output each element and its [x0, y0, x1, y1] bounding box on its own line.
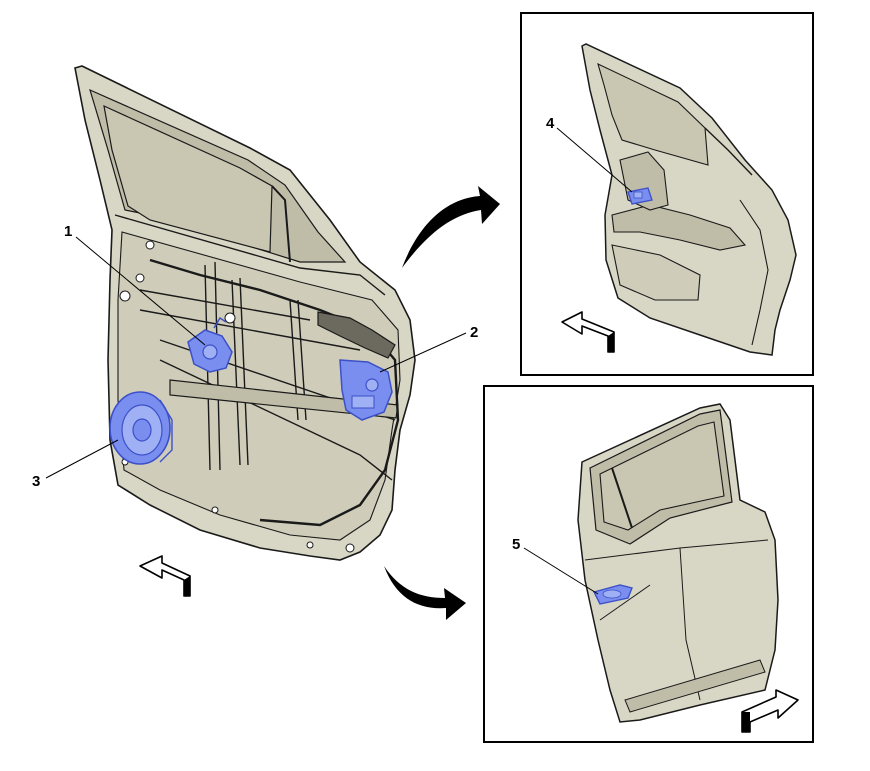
callout-label-2: 2: [470, 324, 478, 341]
belt-line: [114, 214, 386, 296]
door-reinforcement-bar: [169, 379, 399, 419]
trim-window-frame-edge: [704, 127, 753, 176]
outer-glass-divider: [611, 467, 633, 529]
callout-label-5: 5: [512, 536, 520, 553]
leader-lines: [45, 127, 633, 595]
wire-harness: [149, 258, 400, 527]
callout-label-1: 1: [64, 223, 72, 240]
outer-door: [577, 403, 779, 723]
curved-pointer-arrow-icon: [402, 186, 500, 268]
outside-door-handle: [592, 584, 633, 605]
latch-harness-module: [317, 311, 396, 359]
outer-window-glass: [599, 421, 725, 531]
forward-direction-arrow-icon: [741, 689, 799, 733]
forward-direction-arrow-icon: [139, 555, 191, 597]
curved-pointer-arrow-icon: [384, 566, 466, 620]
outer-character-line: [599, 584, 651, 621]
trim-window-glass: [597, 62, 709, 166]
trim-panel-door: [581, 43, 797, 356]
trim-map-pocket: [611, 244, 701, 301]
trim-armrest: [611, 204, 747, 251]
inner-door-module: [74, 65, 416, 561]
inner-window-glass: [103, 104, 273, 253]
outer-lower-trim: [624, 659, 766, 713]
forward-direction-arrow-icon: [561, 311, 615, 353]
trim-panel-edge: [739, 199, 769, 346]
callout-label-4: 4: [546, 115, 555, 132]
door-latch-assembly: [339, 359, 393, 421]
callout-label-3: 3: [32, 473, 40, 490]
window-switch: [627, 187, 653, 205]
door-speaker: [109, 391, 173, 465]
door-holes: [119, 240, 355, 553]
glass-divider: [271, 185, 291, 263]
